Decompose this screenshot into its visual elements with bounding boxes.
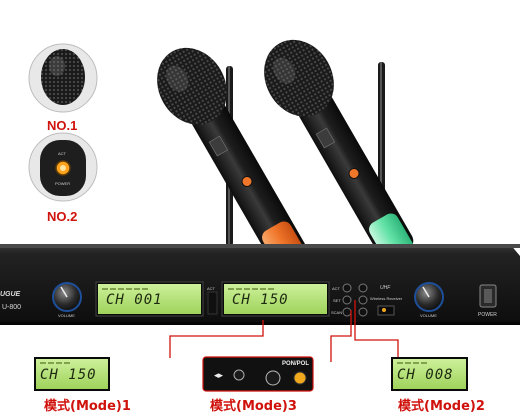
detail-act-label: ACT — [58, 151, 66, 156]
callout-lines — [169, 300, 399, 362]
button-act-label: ACT — [332, 286, 340, 291]
detail-power-label: POWER — [55, 181, 71, 186]
arrow-left-right-icon: ◂▸ — [214, 371, 224, 381]
label-no2: NO.2 — [47, 209, 78, 224]
mode2-caption: 模式(Mode)2 — [398, 399, 485, 414]
power-label: POWER — [478, 312, 497, 318]
receiver-unit — [0, 244, 520, 325]
lcd-right-readout: CH 150 — [232, 292, 289, 308]
mode1-caption: 模式(Mode)1 — [44, 399, 131, 414]
button-scan-label: SCAN — [331, 310, 343, 315]
brand-logo: UGUE — [0, 291, 21, 298]
mode1-lcd-readout: CH 150 — [40, 367, 97, 383]
callout-mode2 — [391, 357, 468, 391]
detail-circle-mic-head — [28, 43, 98, 113]
button-set-label: SET — [333, 298, 341, 303]
receiver-type-label: Wireless Receiver — [370, 296, 403, 301]
model-label: U-800 — [2, 304, 22, 311]
lcd-left-readout: CH 001 — [106, 292, 163, 308]
volume-right-label: VOLUME — [420, 313, 437, 318]
callout-mode1 — [34, 357, 110, 391]
mode2-lcd-readout: CH 008 — [397, 367, 454, 383]
label-no1: NO.1 — [47, 118, 78, 133]
detail-circle-power-switch — [28, 132, 98, 202]
mode3-caption: 模式(Mode)3 — [210, 399, 297, 414]
callout-mode3 — [202, 356, 314, 392]
volume-left-label: VOLUME — [58, 313, 75, 318]
act-indicator-label: ACT — [207, 286, 215, 291]
uhf-label: UHF — [380, 285, 391, 291]
pon-pol-label: PON/POL — [282, 361, 310, 367]
microphone-orange — [157, 47, 307, 271]
